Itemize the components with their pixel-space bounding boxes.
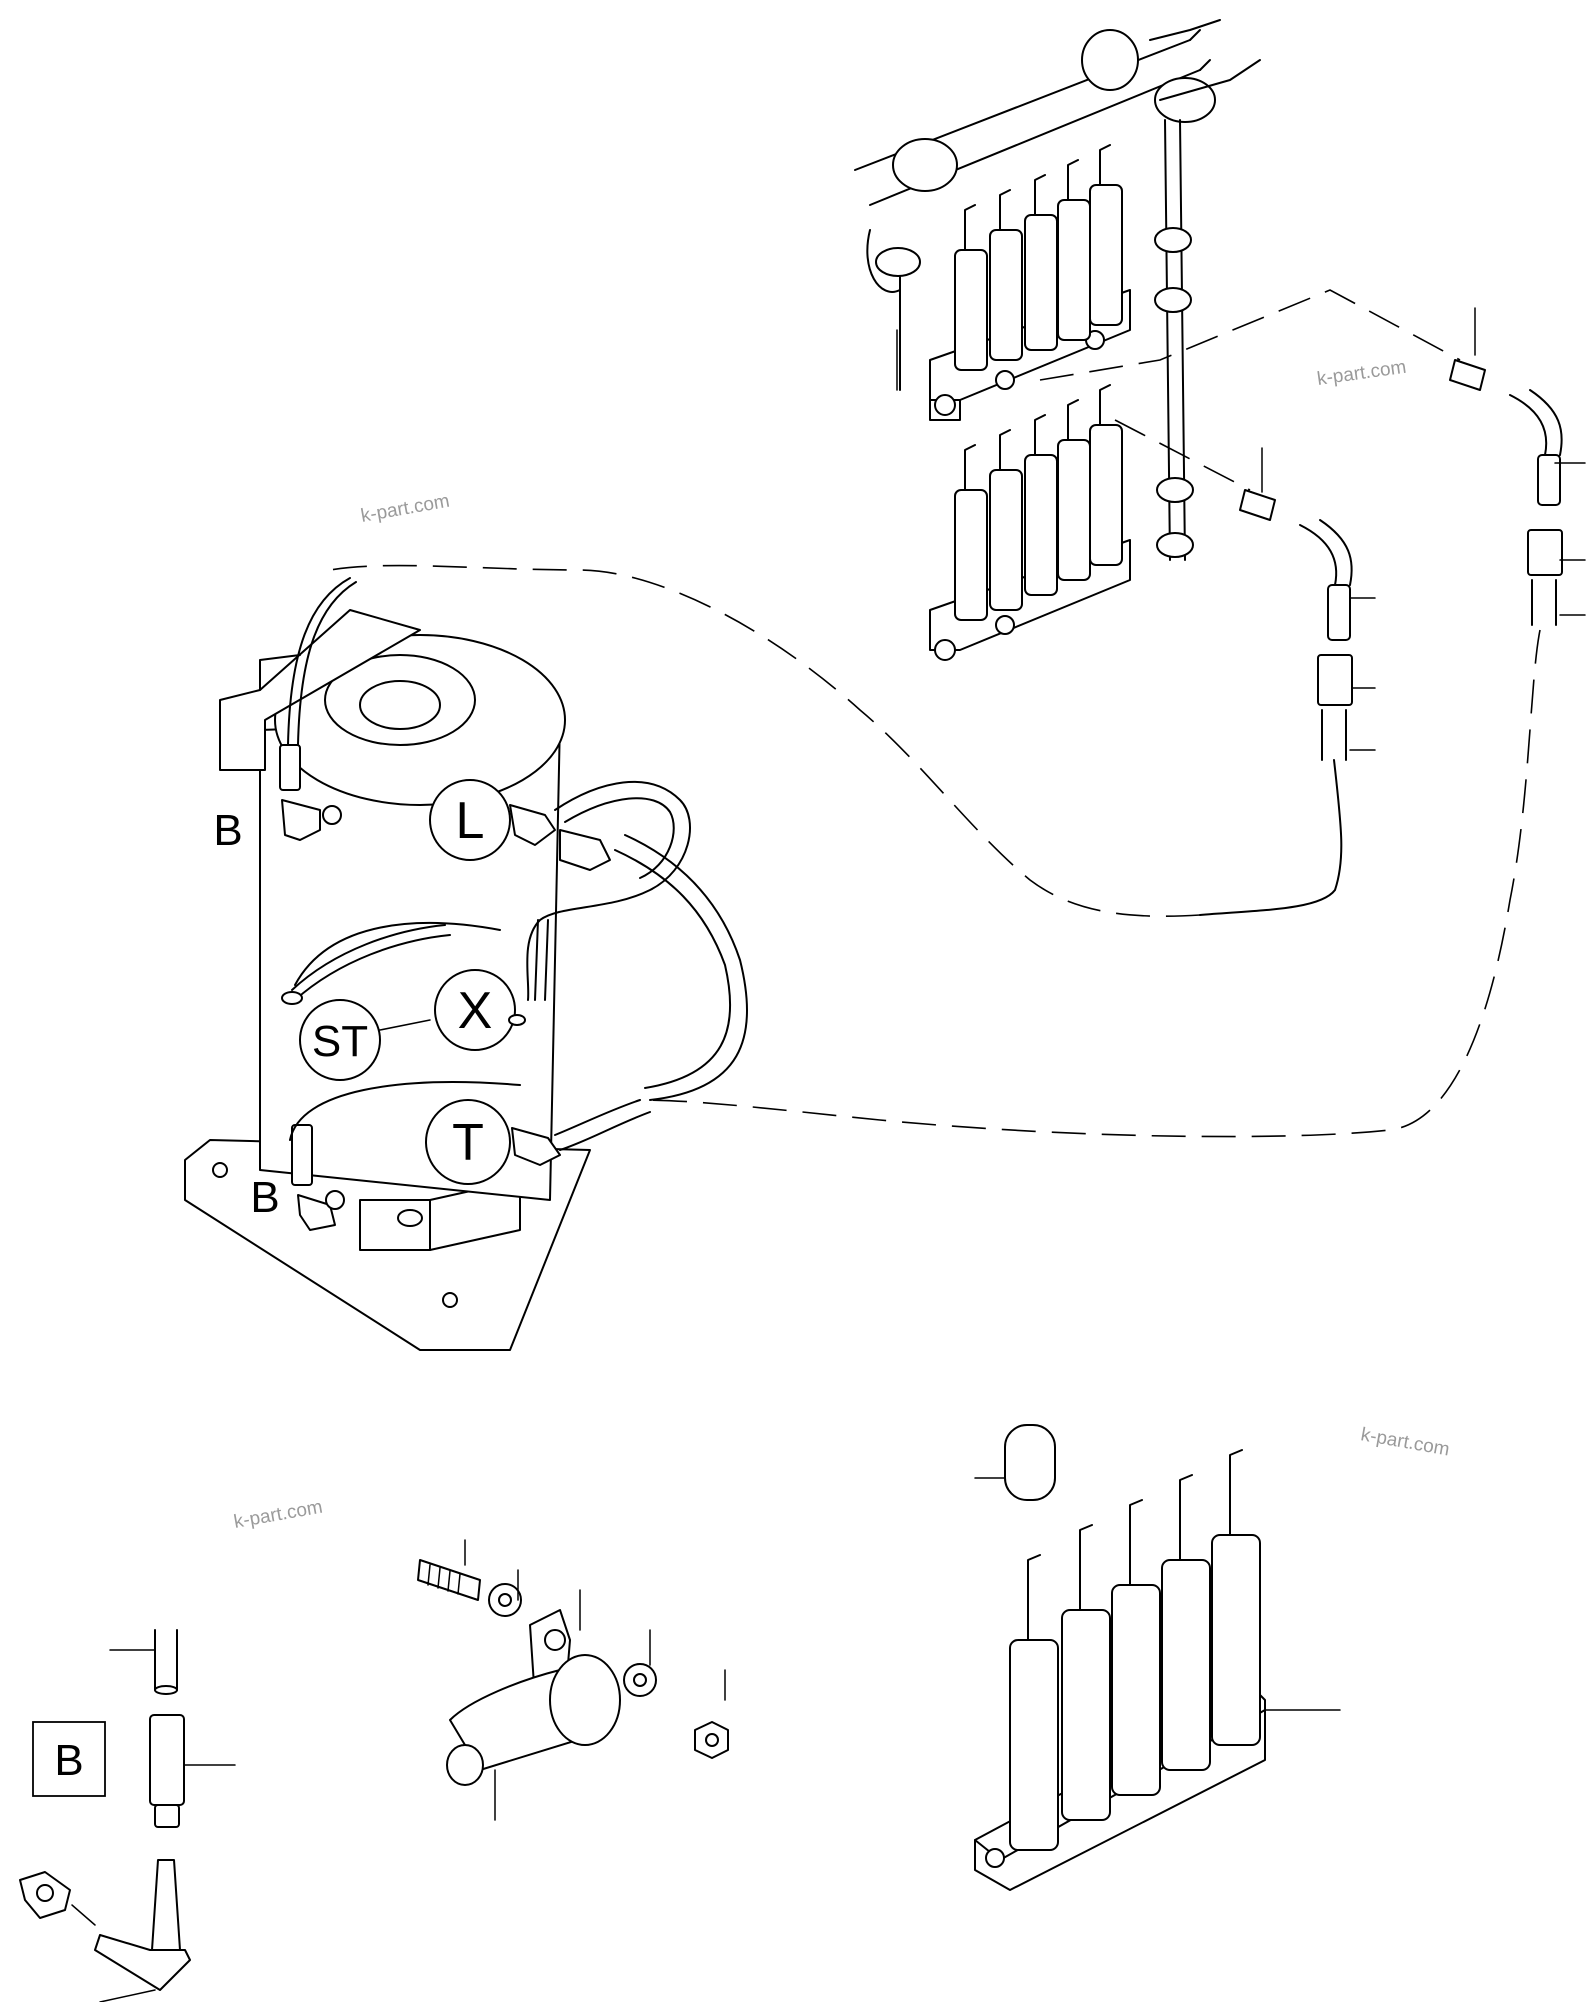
label-B-lower: B	[250, 1173, 279, 1222]
fitting-B-upper	[279, 744, 342, 841]
fitting-B-lower	[291, 1124, 345, 1231]
bracket-assembly	[417, 1539, 729, 1821]
detail-B-label: B	[54, 1736, 83, 1785]
detail-B-fittings	[19, 1629, 236, 2002]
watermark-bottom-right: k-part.com	[1359, 1424, 1451, 1460]
lower-valve-stack	[954, 384, 1123, 621]
port-label-X: X	[458, 982, 493, 1040]
watermark-bottom-left: k-part.com	[232, 1497, 324, 1533]
fitting-elbow-middle	[1239, 489, 1353, 761]
fitting-elbow-right	[1449, 359, 1563, 626]
label-B-upper: B	[213, 806, 242, 855]
rotary-joint: L X ST T B B	[184, 577, 749, 1351]
port-label-T: T	[452, 1114, 484, 1172]
distributor-block-detail	[974, 1424, 1341, 1891]
port-T: T	[425, 1099, 511, 1185]
port-label-ST: ST	[312, 1017, 368, 1066]
distributor-assembly-top	[854, 19, 1261, 661]
detail-B-box: B	[32, 1721, 106, 1797]
port-L: L	[429, 779, 511, 861]
port-label-L: L	[456, 792, 485, 850]
port-X: X	[434, 969, 516, 1051]
upper-valve-stack	[954, 144, 1123, 371]
watermark-top-right: k-part.com	[1316, 357, 1408, 390]
detail-valve-stack	[1009, 1449, 1261, 1851]
port-ST: ST	[299, 999, 381, 1081]
watermark-top-left: k-part.com	[359, 491, 451, 527]
